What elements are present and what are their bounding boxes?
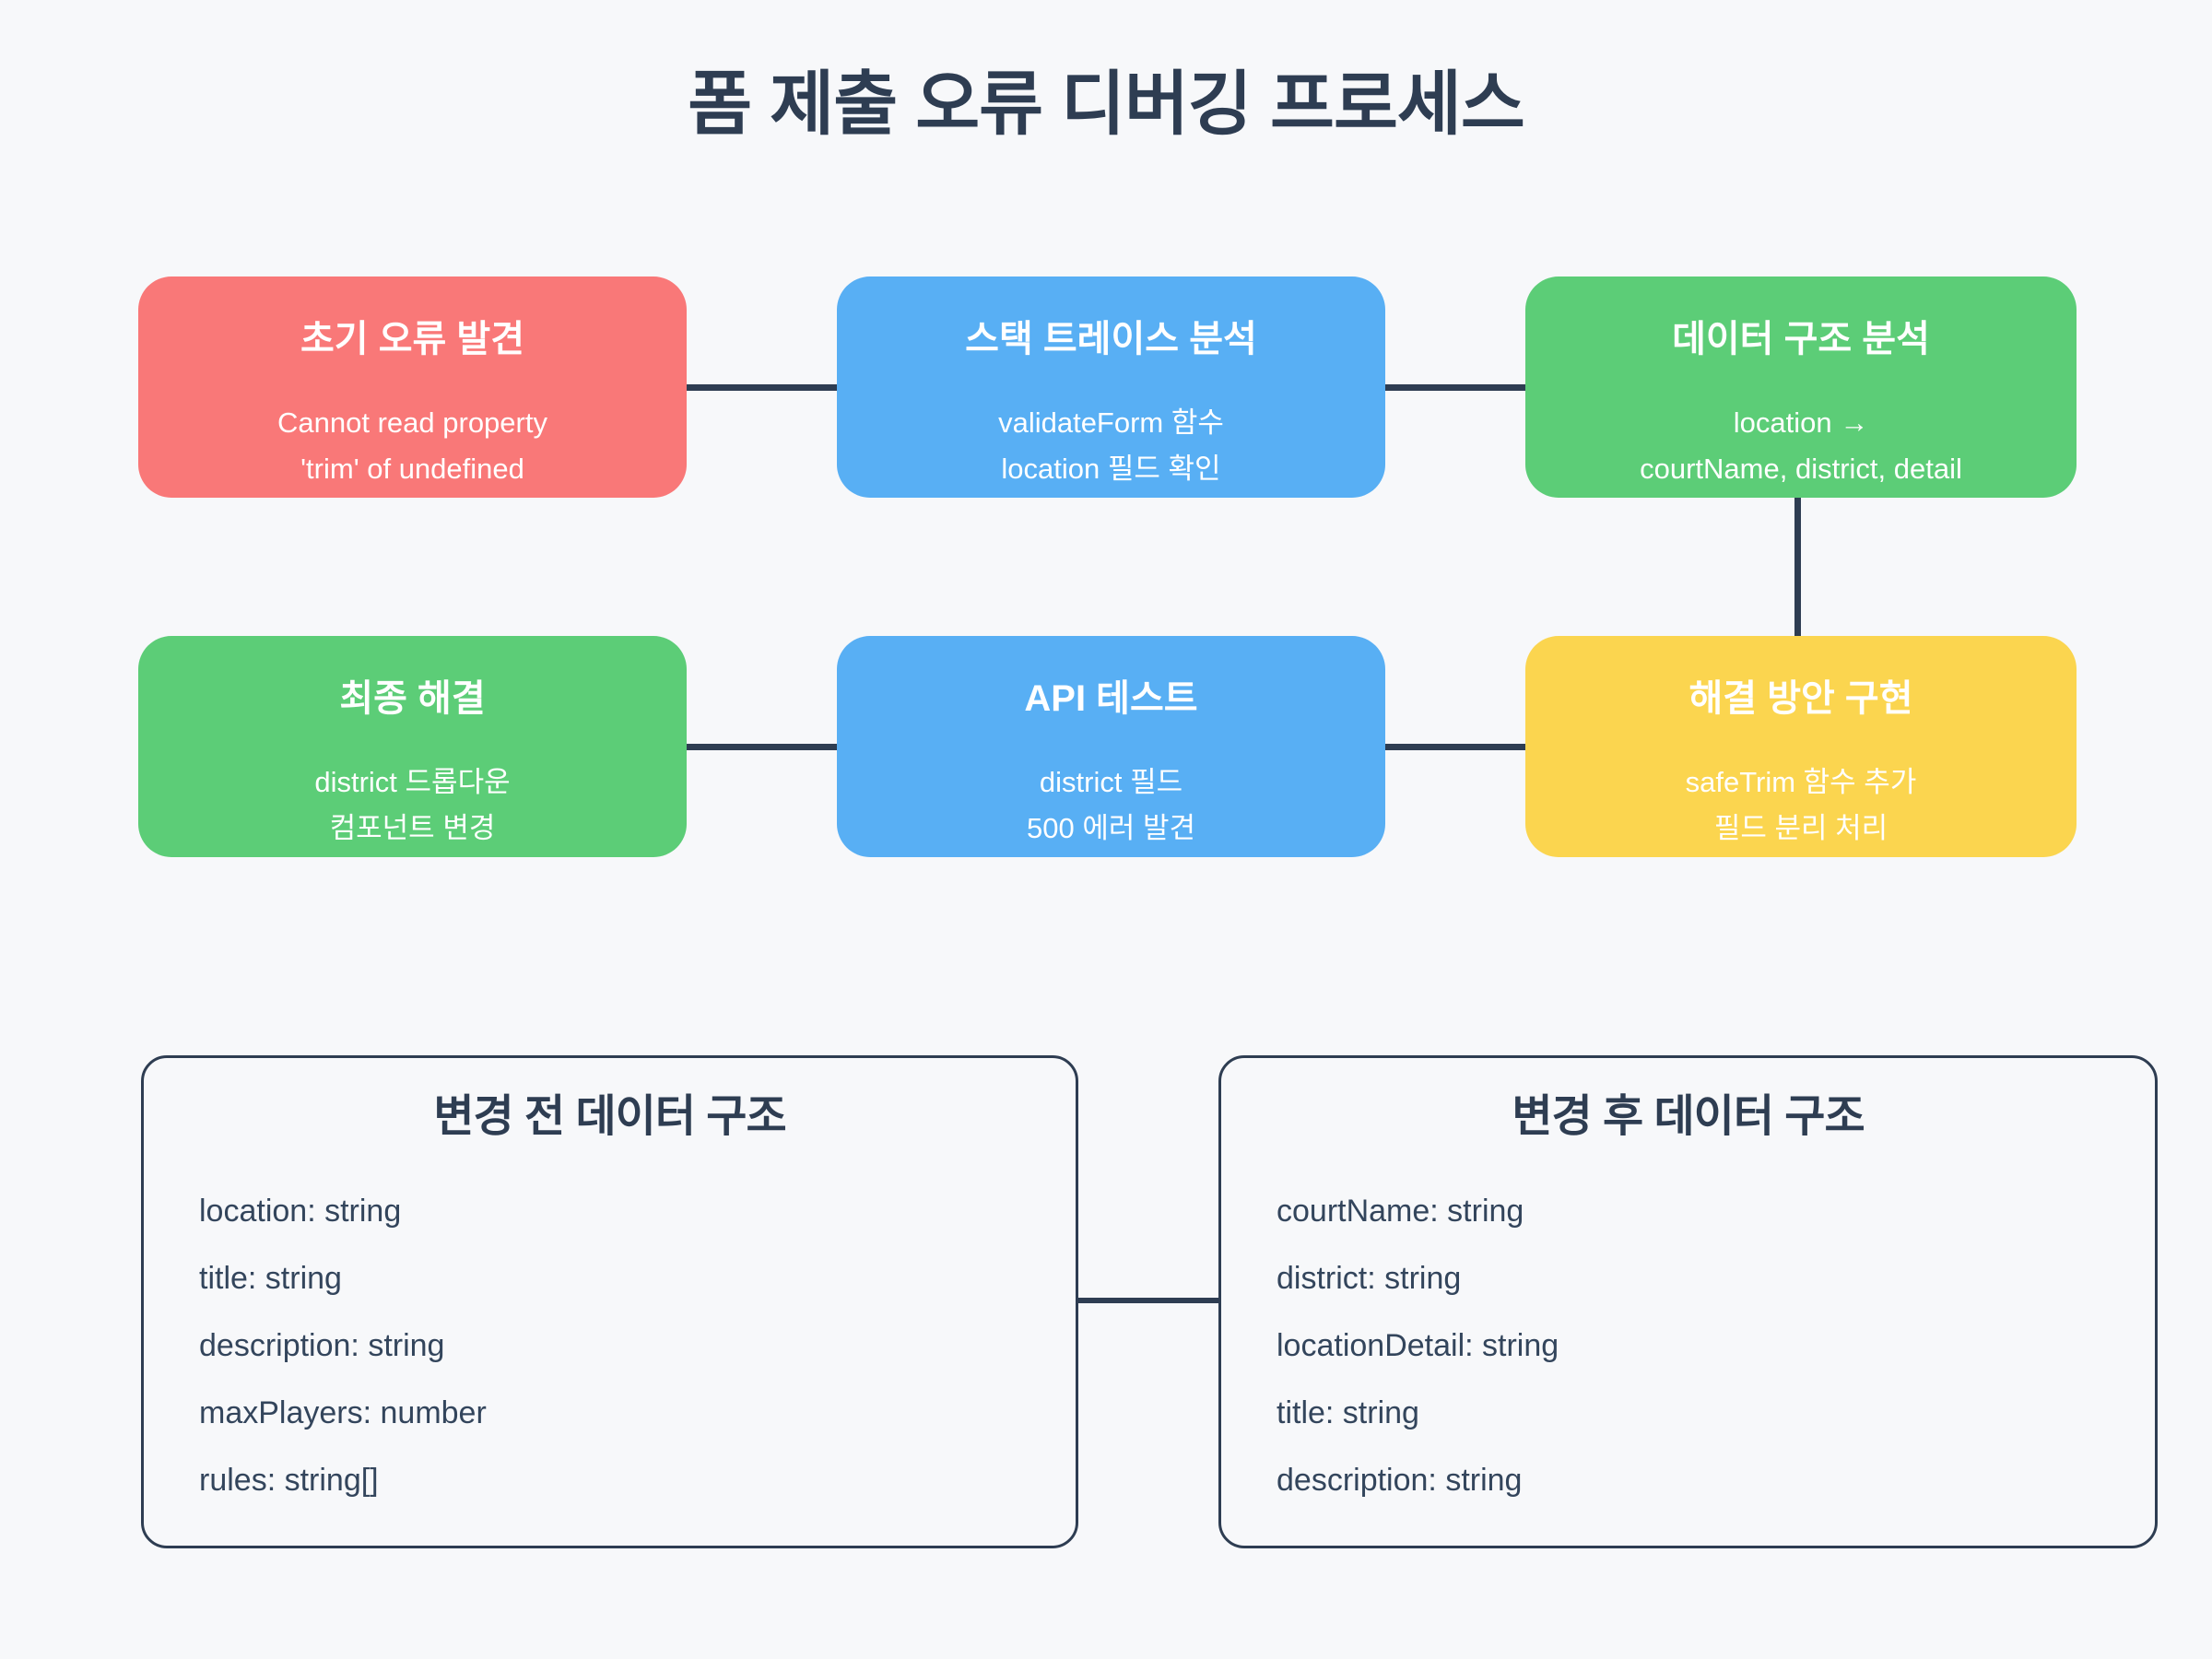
flow-box-body: safeTrim 함수 추가 필드 분리 처리	[1544, 759, 2058, 852]
flow-box-body: validateForm 함수 location 필드 확인	[855, 400, 1367, 492]
flow-box-title: 해결 방안 구현	[1688, 678, 1913, 719]
connector-datastructure-to-solution	[1794, 498, 1801, 636]
flow-box-line: district 드롭다운	[314, 766, 511, 798]
flow-box-body: location → courtName, district, detail	[1544, 400, 2058, 492]
schema-field-list: location: string title: string descripti…	[199, 1193, 1020, 1499]
flow-box-title: 스택 트레이스 분석	[965, 319, 1257, 359]
schema-field: title: string	[1277, 1395, 1419, 1430]
schema-field: description: string	[1277, 1463, 1523, 1498]
flow-box-final-fix: 최종 해결 district 드롭다운 컴포넌트 변경	[138, 636, 687, 857]
flow-box-title: API 테스트	[1024, 678, 1198, 719]
schema-field: courtName: string	[1277, 1194, 1524, 1229]
flow-box-line: Cannot read property	[277, 406, 547, 439]
schema-field-list: courtName: string district: string locat…	[1277, 1193, 2100, 1499]
flow-box-line: location →	[1733, 406, 1869, 439]
schema-box-after: 변경 후 데이터 구조 courtName: string district: …	[1218, 1055, 2158, 1548]
flow-box-initial-error: 초기 오류 발견 Cannot read property 'trim' of …	[138, 276, 687, 498]
schema-field: title: string	[199, 1261, 342, 1296]
connector-apitest-to-finalfix	[687, 744, 837, 750]
flow-box-data-structure: 데이터 구조 분석 location → courtName, district…	[1525, 276, 2077, 498]
flow-box-solution: 해결 방안 구현 safeTrim 함수 추가 필드 분리 처리	[1525, 636, 2077, 857]
flow-box-line: 500 에러 발견	[1026, 812, 1196, 844]
connector-solution-to-apitest	[1385, 744, 1525, 750]
flow-box-title: 초기 오류 발견	[300, 319, 525, 359]
schema-box-before: 변경 전 데이터 구조 location: string title: stri…	[141, 1055, 1078, 1548]
schema-title-after: 변경 후 데이터 구조	[1512, 1092, 1865, 1141]
flow-box-line: location 필드 확인	[1001, 453, 1221, 485]
flow-box-body: district 필드 500 에러 발견	[855, 759, 1367, 852]
schema-field: description: string	[199, 1328, 445, 1363]
flow-box-line: safeTrim 함수 추가	[1685, 766, 1917, 798]
flow-box-api-test: API 테스트 district 필드 500 에러 발견	[837, 636, 1385, 857]
schema-field: maxPlayers: number	[199, 1395, 487, 1430]
connector-before-to-after	[1078, 1298, 1218, 1303]
schema-field: rules: string[]	[199, 1463, 379, 1498]
schema-field: location: string	[199, 1194, 402, 1229]
flow-box-title: 최종 해결	[339, 678, 486, 719]
flow-box-stack-trace: 스택 트레이스 분석 validateForm 함수 location 필드 확…	[837, 276, 1385, 498]
flow-box-line: 'trim' of undefined	[300, 453, 524, 485]
flow-box-line: courtName, district, detail	[1640, 453, 1962, 485]
flow-box-title: 데이터 구조 분석	[1672, 319, 1930, 359]
flow-box-line: district 필드	[1039, 766, 1183, 798]
connector-stacktrace-to-datastructure	[1385, 384, 1525, 391]
flow-box-body: Cannot read property 'trim' of undefined	[157, 400, 668, 492]
page-title: 폼 제출 오류 디버깅 프로세스	[688, 65, 1525, 144]
schema-field: locationDetail: string	[1277, 1328, 1559, 1363]
flow-box-line: validateForm 함수	[998, 406, 1224, 439]
connector-initial-to-stacktrace	[687, 384, 837, 391]
flow-box-line: 컴포넌트 변경	[329, 812, 496, 844]
flow-box-body: district 드롭다운 컴포넌트 변경	[157, 759, 668, 852]
schema-field: district: string	[1277, 1261, 1462, 1296]
flow-box-line: 필드 분리 처리	[1713, 812, 1888, 844]
schema-title-before: 변경 전 데이터 구조	[433, 1092, 786, 1141]
